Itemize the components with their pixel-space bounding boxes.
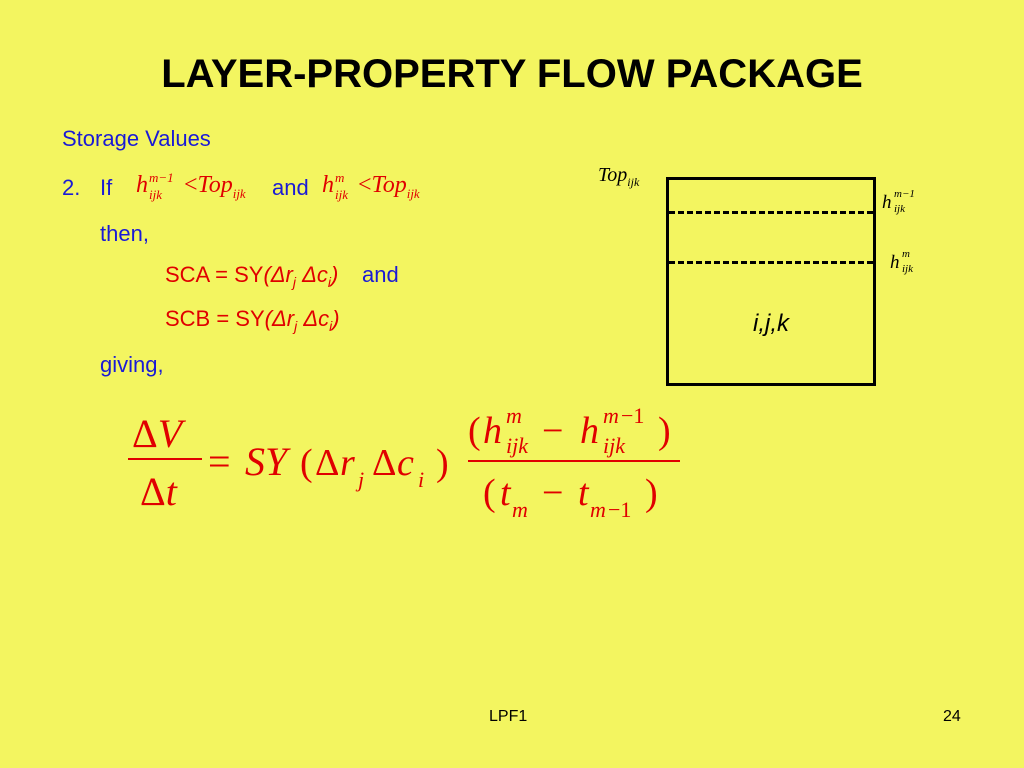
svg-text:j: j (355, 467, 364, 492)
svg-text:h: h (483, 410, 502, 452)
svg-text:ijk: ijk (603, 433, 626, 458)
top-label: Topijk (598, 164, 640, 189)
sca-prefix: SCA = SY (165, 262, 264, 287)
storage-equation: ΔV Δt = SY ( Δ r j Δ c i ) ( h m ijk − h… (128, 403, 680, 522)
h-m-minus-1-label: h m−1 ijk (882, 188, 915, 215)
svg-text:): ) (436, 442, 449, 484)
page-title: LAYER-PROPERTY FLOW PACKAGE (161, 52, 863, 96)
if-label: If (100, 175, 113, 200)
svg-text:−1: −1 (621, 403, 644, 428)
svg-text:m: m (603, 403, 619, 428)
page-number: 24 (943, 708, 961, 725)
svg-text:SY: SY (245, 439, 291, 484)
svg-text:m: m (506, 403, 522, 428)
grid-cell-box: i,j,k (666, 177, 876, 386)
and-label-2: and (362, 262, 399, 287)
svg-text:−: − (542, 472, 563, 514)
svg-text:−1: −1 (608, 497, 631, 522)
item-number: 2. (62, 175, 81, 200)
giving-label: giving, (100, 352, 164, 377)
svg-text:Δt: Δt (140, 469, 178, 514)
svg-text:Δ: Δ (372, 442, 396, 484)
svg-text:t: t (578, 472, 590, 514)
svg-text:ΔV: ΔV (132, 411, 187, 456)
svg-text:(: ( (468, 410, 481, 452)
subtitle: Storage Values (62, 126, 211, 151)
svg-text:i: i (418, 467, 424, 492)
head-line-m (669, 261, 873, 264)
then-label: then, (100, 221, 149, 246)
svg-text:ijk: ijk (506, 433, 529, 458)
head-line-m-minus-1 (669, 211, 873, 214)
svg-text:r: r (340, 442, 355, 484)
h-m-label: h m ijk (890, 248, 913, 275)
svg-text:=: = (208, 439, 231, 484)
svg-text:m: m (512, 497, 528, 522)
svg-text:): ) (645, 472, 658, 514)
cell-label: i,j,k (753, 310, 789, 337)
svg-text:t: t (500, 472, 512, 514)
svg-text:h: h (580, 410, 599, 452)
svg-text:m: m (590, 497, 606, 522)
footer-label: LPF1 (489, 708, 528, 725)
svg-text:(: ( (300, 442, 313, 484)
svg-text:(: ( (483, 472, 496, 514)
scb-prefix: SCB = SY (165, 306, 265, 331)
svg-text:c: c (397, 442, 414, 484)
svg-text:): ) (658, 410, 671, 452)
svg-text:Δ: Δ (315, 442, 339, 484)
svg-text:−: − (542, 410, 563, 452)
sca-line: SCA = SY(Δrj Δci) (165, 262, 339, 290)
and-label: and (272, 175, 309, 200)
scb-line: SCB = SY(Δrj Δci) (165, 306, 340, 334)
